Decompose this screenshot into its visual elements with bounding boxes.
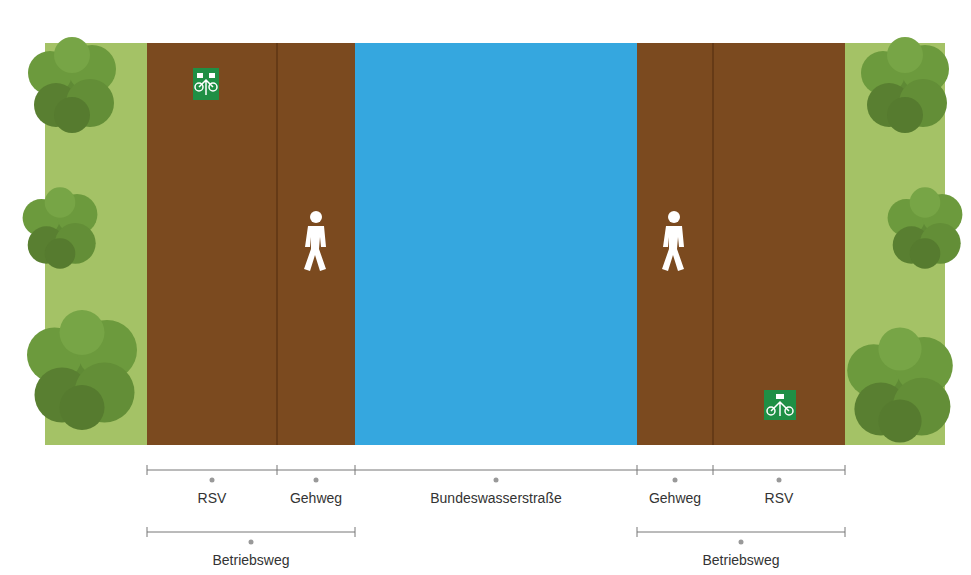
pedestrian-icon: [304, 211, 326, 271]
dimension-label: Bundeswasserstraße: [430, 490, 562, 506]
betriebsweg-band: [147, 43, 355, 445]
waterway: [355, 43, 637, 445]
dimension-label: RSV: [198, 490, 227, 506]
dimension-label: Betriebsweg: [702, 552, 779, 568]
dimension-label: Gehweg: [649, 490, 701, 506]
dimension-lines: [147, 465, 845, 537]
tree: [23, 187, 98, 269]
divider-line: [712, 43, 714, 445]
rsv-sign: [193, 68, 219, 100]
divider-line: [276, 43, 278, 445]
dimension-label: RSV: [765, 490, 794, 506]
betriebsweg-band: [637, 43, 845, 445]
dimension-dots: [210, 478, 782, 545]
dimension-label: Betriebsweg: [212, 552, 289, 568]
dimension-label: Gehweg: [290, 490, 342, 506]
tree: [28, 37, 116, 133]
tree: [861, 37, 949, 133]
pedestrian-icon: [662, 211, 684, 271]
tree: [847, 327, 953, 442]
tree: [27, 310, 137, 430]
rsv-sign: [764, 390, 796, 420]
tree: [888, 187, 963, 269]
